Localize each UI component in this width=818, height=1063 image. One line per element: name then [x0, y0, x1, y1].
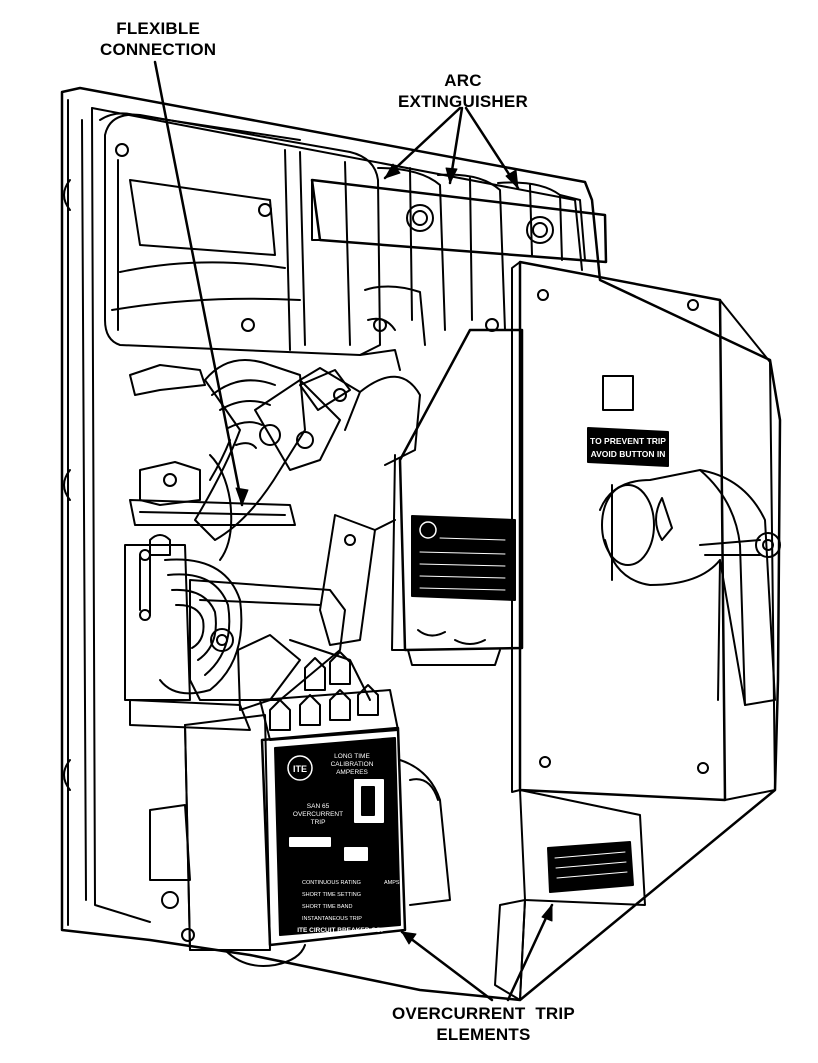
flexible-connection-label-line1: FLEXIBLE — [116, 19, 201, 38]
arrow-head-arc-middle — [445, 167, 458, 184]
connector-blocks — [149, 349, 401, 556]
second-trip-element — [494, 789, 646, 1001]
arrow-heads — [235, 163, 553, 945]
warning-plate-line2: AVOID BUTTON IN — [591, 449, 666, 459]
trip-type-line2: OVERCURRENT — [293, 811, 343, 818]
flexible-connection — [194, 359, 306, 561]
arc-extinguisher-label-line1: ARC — [444, 71, 482, 90]
chute-screws — [115, 143, 499, 332]
front-cover-panel — [511, 260, 776, 802]
overcurrent-trip-unit — [149, 714, 451, 967]
left-bracket — [129, 364, 296, 526]
trip-row-1: CONTINUOUS RATING — [302, 880, 361, 886]
arrow-head-overcurrent-right — [541, 904, 553, 922]
breaker-nameplate — [411, 515, 516, 601]
overcurrent-trip-label-line1: OVERCURRENT TRIP — [392, 1004, 575, 1023]
overcurrent-trip-label-line2: ELEMENTS — [436, 1025, 531, 1044]
trip-mechanism — [189, 514, 396, 711]
arc-extinguisher-label-line2: EXTINGUISHER — [398, 92, 528, 111]
trip-type-line3: TRIP — [311, 819, 326, 826]
warning-plate-line1: TO PREVENT TRIP — [590, 436, 666, 446]
trip-unit-line2: CALIBRATION — [331, 761, 374, 768]
trip-unit-amps: AMPS — [384, 880, 400, 886]
trip-unit-line3: AMPERES — [336, 769, 368, 776]
flexible-connection-leader — [153, 60, 244, 507]
overcurrent-leader-right — [506, 903, 554, 1002]
mechanism-side-plate — [391, 328, 524, 666]
moving-contact-arm — [254, 367, 421, 471]
flexible-connection-label: FLEXIBLE CONNECTION — [100, 18, 216, 60]
trip-row-2: SHORT TIME SETTING — [302, 892, 361, 898]
trip-type-line1: SAN 65 — [307, 803, 330, 810]
arc-clamp-bar — [310, 178, 608, 264]
arrow-head-arc-right — [505, 169, 519, 189]
trip-unit-emblem: ITE — [293, 764, 307, 774]
trip-row-4: INSTANTANEOUS TRIP — [302, 916, 362, 922]
trip-row-3: SHORT TIME BAND — [302, 904, 352, 910]
mounting-frame — [60, 86, 782, 1002]
trip-unit-line1: LONG TIME — [334, 753, 370, 760]
overcurrent-leader-left — [400, 930, 494, 1002]
trip-unit-company: ITE CIRCUIT BREAKER CO. — [297, 927, 383, 934]
arrow-head-arc-left — [384, 163, 401, 179]
arrow-head-flexible — [235, 487, 249, 506]
warning-plate — [587, 427, 669, 467]
overcurrent-trip-label: OVERCURRENT TRIP ELEMENTS — [392, 1003, 575, 1045]
current-transformer-coil — [124, 544, 251, 731]
trip-unit-nameplate — [274, 737, 401, 936]
arc-leader-left — [383, 106, 462, 180]
trip-terminals — [259, 651, 399, 741]
arc-extinguisher-label: ARC EXTINGUISHER — [398, 70, 528, 112]
arrow-head-overcurrent-left — [401, 931, 417, 945]
flexible-connection-label-line2: CONNECTION — [100, 40, 217, 59]
operating-handle — [599, 469, 781, 706]
